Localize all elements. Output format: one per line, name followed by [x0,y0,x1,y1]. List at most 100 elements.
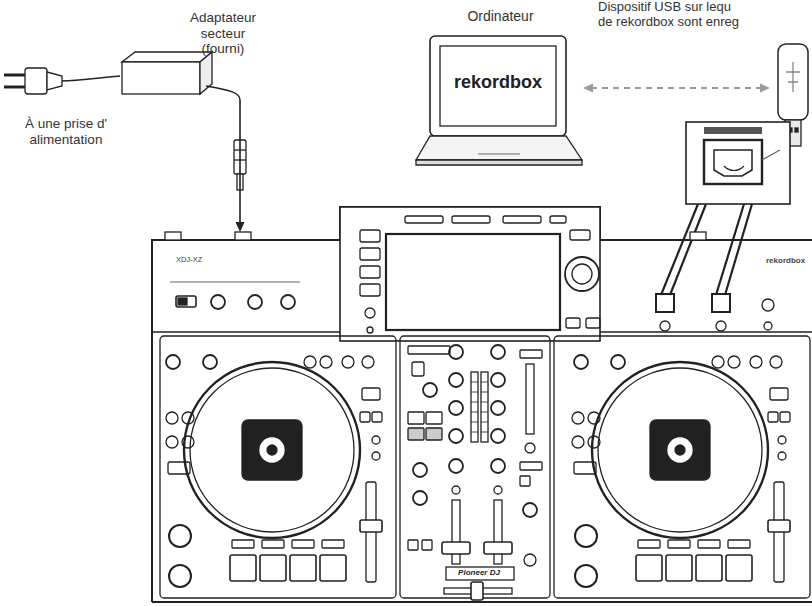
touch-display-unit-part [572,264,592,284]
mixer-section-part [491,345,505,359]
left-deck-part [342,356,354,368]
usb-port-inset-part [661,204,698,295]
mixer-section-part [408,540,418,550]
right-deck-part [698,540,720,548]
mixer-section-part [520,476,530,486]
connector [583,83,770,92]
mic-controls [170,282,300,309]
ac-adapter [122,52,240,100]
right-deck-part [675,445,685,455]
mixer-section-part [422,540,432,550]
touch-display-unit-part [365,308,375,318]
usb-port-inset-part [686,122,790,204]
usb-ports-part [656,294,674,312]
mixer-section-part [452,486,460,494]
touch-display-unit-part [570,230,590,240]
right-deck-part [750,356,762,368]
mains-plug-part [62,76,120,81]
mic-controls-part [281,295,295,309]
mains-plug-part [4,86,25,89]
usb-ports-part [716,321,726,331]
right-deck-part [696,555,722,581]
usb-port-inset-part [704,127,762,134]
touch-display-unit-part [360,266,380,278]
ac-adapter-node: Adaptateur secteur (fourni) [118,10,278,100]
left-deck-part [184,362,360,538]
right-deck-part [770,356,782,368]
laptop-part [416,160,582,165]
mixer-section-part [491,401,505,415]
right-deck-part [636,555,662,581]
right-deck-part [666,555,692,581]
left-deck-part [372,412,382,422]
dj-system-body-part [152,601,812,603]
right-deck-part [780,412,790,422]
touch-display-unit-part [367,327,373,333]
right-deck-part [588,412,600,424]
touch-display-unit-part [586,318,600,328]
touch-display-unit-part [503,216,541,223]
mic-controls-part [211,295,225,309]
left-deck-part [166,412,178,424]
mic-controls-part [248,295,262,309]
left-deck-part [372,436,380,444]
touch-display-unit-part [565,257,599,291]
laptop [416,36,582,165]
node-text: rekordbox [766,256,812,265]
left-deck-part [267,445,277,455]
dj-system-body [152,207,812,602]
dc-plug [234,140,246,190]
usb-ports-part [660,321,670,331]
left-deck-part [362,388,380,400]
mixer-section-part [408,346,450,354]
mixer-section-part [408,412,424,424]
mixer-section-part [526,364,534,434]
dj-system-body-part [690,232,706,240]
mixer-section-part [524,554,536,566]
mixer-section-part [449,401,463,415]
dj-system-body-part [152,331,340,332]
left-deck-part [320,356,332,368]
node-text: rekordbox [440,72,556,93]
mixer-section-part [412,362,424,376]
usb-port-inset-part [725,204,752,295]
dc-plug-part [234,149,246,150]
mixer-section-part [449,373,463,387]
right-deck-part [574,462,596,474]
left-deck-part [182,412,194,424]
left-deck-part [169,565,191,587]
usb-ports-part [712,294,730,312]
node-text: Adaptateur secteur (fourni) [180,10,266,57]
right-deck-part [712,356,724,368]
usb-port-inset-part [724,166,744,171]
left-deck-part [360,520,382,532]
mic-controls-part [176,296,196,307]
mixer-section-part [525,443,535,453]
dj-system-body-part [160,336,396,598]
mixer-section-part [423,383,437,397]
mixer-section-part [491,429,505,443]
usb-stick-part [778,44,808,120]
ac-adapter-part [122,52,212,62]
usb-ports-part [762,299,774,311]
mains-plug-part [25,68,47,94]
left-deck-part [322,540,344,548]
mixer-section-part [523,503,537,517]
ac-adapter-part [200,52,212,94]
mixer-section-part [484,542,512,554]
left-deck-part [304,356,316,368]
connector-line [239,100,241,224]
left-deck-part [182,436,194,448]
mic-controls-part [178,298,187,305]
left-deck-part [168,462,190,474]
dj-system-body-part [554,336,810,598]
mixer-section-part [471,582,483,600]
usb-port-inset-part [762,150,780,160]
node-text: Ordinateur [418,8,583,24]
arrow-head [583,83,593,92]
mains-plug-part [4,74,25,77]
mains-plug-part [47,72,62,90]
touch-display-unit-part [360,284,380,296]
